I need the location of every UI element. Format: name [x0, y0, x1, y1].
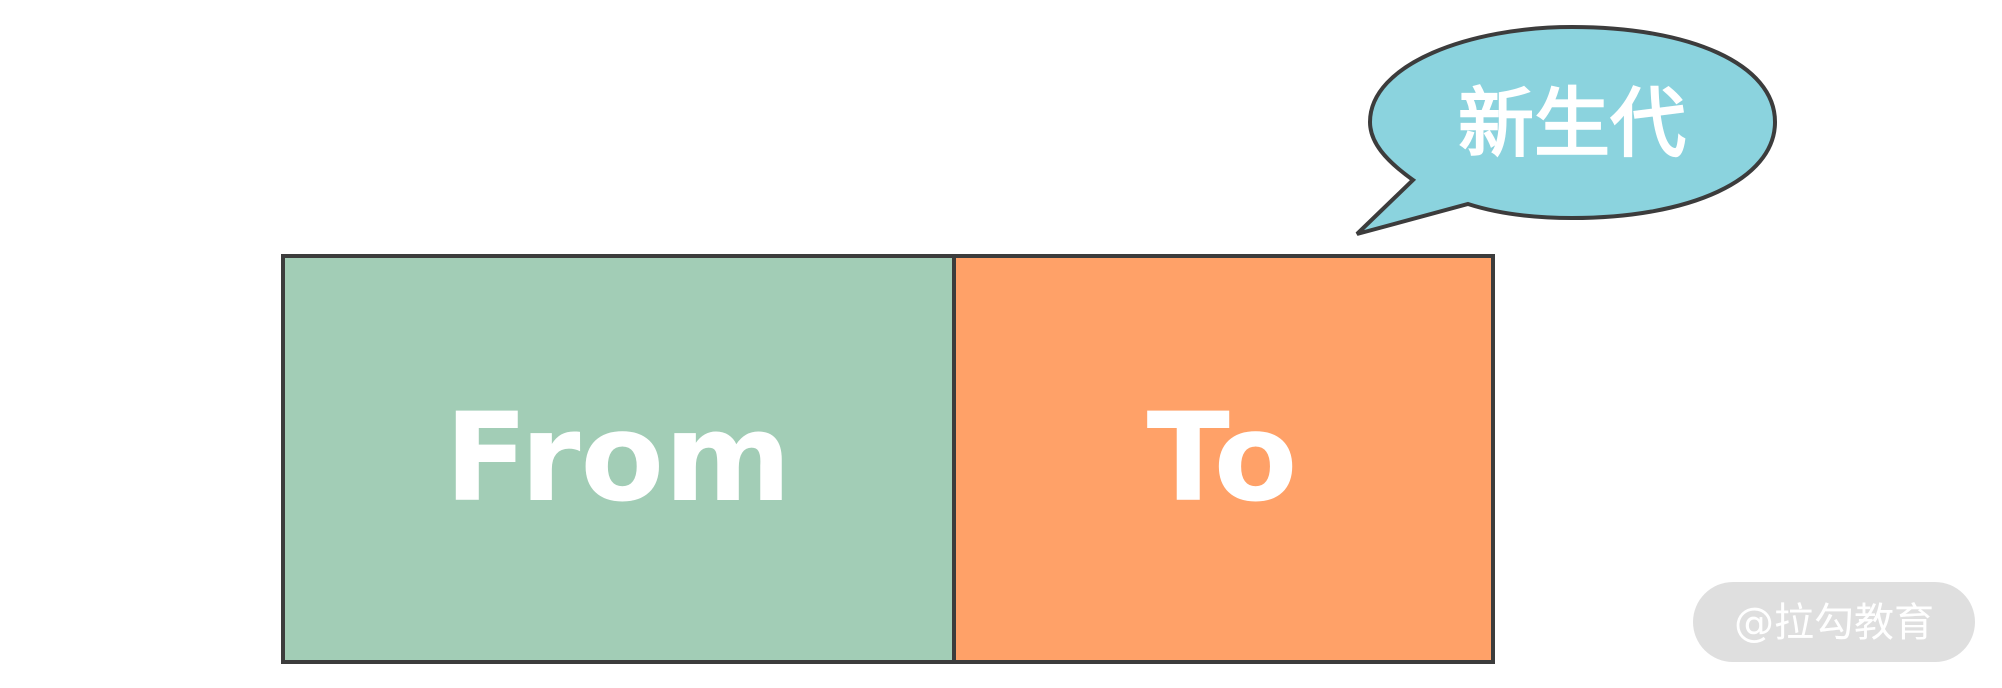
- watermark-text: @拉勾教育: [1734, 600, 1934, 646]
- to-space-label: To: [1147, 387, 1298, 529]
- from-space-label: From: [445, 387, 792, 529]
- to-space-box: [952, 254, 1495, 664]
- watermark-badge: [1693, 582, 1975, 662]
- young-generation-label: 新生代: [1458, 79, 1686, 168]
- young-generation-callout: [1355, 24, 1778, 236]
- from-space-box: [281, 254, 956, 664]
